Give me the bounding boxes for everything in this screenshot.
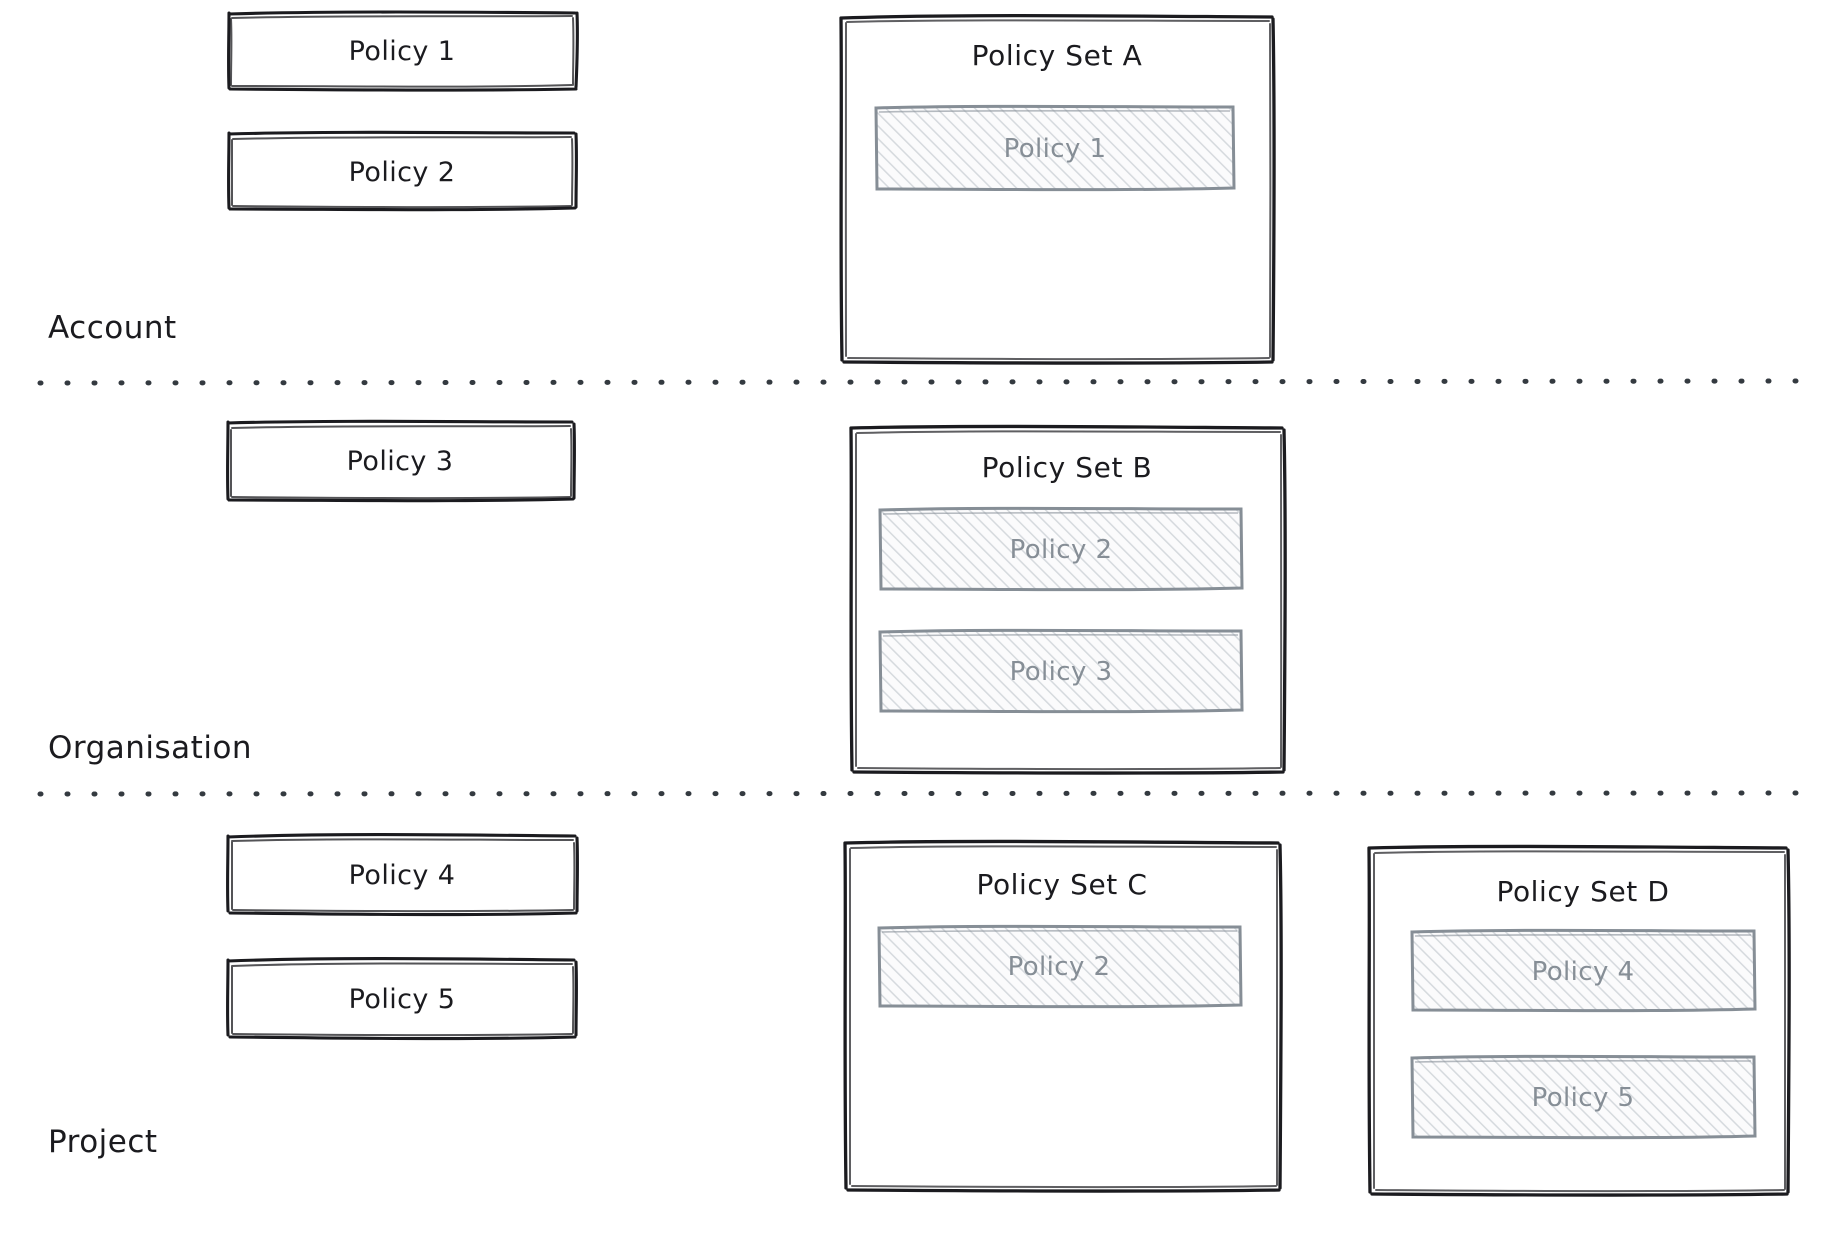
- policy-set-member-node-set-b-policy-3[interactable]: [879, 630, 1243, 712]
- policy-set-member-node-set-d-policy-5[interactable]: [1411, 1056, 1756, 1138]
- scope-label-account: Account: [48, 310, 177, 346]
- policy-label-policy-5: Policy 5: [348, 984, 456, 1015]
- scope-label-organisation: Organisation: [48, 730, 253, 766]
- policy-set-title-d: Policy Set D: [1496, 875, 1670, 908]
- policy-set-member-node-set-a-policy-1[interactable]: [875, 106, 1235, 191]
- policy-set-member-label-set-b-policy-2: Policy 2: [1009, 535, 1113, 565]
- policy-set-member-label-set-c-policy-2: Policy 2: [1007, 952, 1111, 982]
- policy-set-member-label-set-a-policy-1: Policy 1: [1003, 134, 1107, 164]
- policy-label-policy-1: Policy 1: [348, 36, 456, 67]
- policy-set-node-d[interactable]: [1368, 846, 1790, 1196]
- policy-label-policy-4: Policy 4: [348, 860, 456, 891]
- divider-organisation-project: [37, 790, 1815, 797]
- policy-label-policy-3: Policy 3: [346, 446, 454, 477]
- policy-set-title-c: Policy Set C: [976, 868, 1148, 901]
- policy-node-policy-4[interactable]: [228, 835, 578, 914]
- policy-node-policy-3[interactable]: [228, 421, 575, 501]
- policy-set-member-node-set-b-policy-2[interactable]: [879, 508, 1243, 590]
- policy-node-policy-5[interactable]: [228, 959, 577, 1038]
- policy-label-policy-2: Policy 2: [348, 157, 456, 188]
- policy-set-member-label-set-d-policy-5: Policy 5: [1531, 1083, 1635, 1113]
- policy-set-node-b[interactable]: [850, 426, 1286, 774]
- scope-label-project: Project: [48, 1124, 158, 1160]
- policy-set-member-label-set-b-policy-3: Policy 3: [1009, 657, 1113, 687]
- policy-set-member-node-set-c-policy-2[interactable]: [878, 926, 1242, 1007]
- policy-set-member-node-set-d-policy-4[interactable]: [1411, 930, 1756, 1011]
- policy-node-policy-2[interactable]: [228, 132, 578, 210]
- divider-account-organisation: [37, 378, 1815, 386]
- policy-node-policy-1[interactable]: [228, 12, 578, 91]
- policy-set-title-b: Policy Set B: [981, 451, 1153, 484]
- policy-set-title-a: Policy Set A: [971, 39, 1143, 72]
- policy-set-member-label-set-d-policy-4: Policy 4: [1531, 957, 1635, 987]
- policy-set-node-c[interactable]: [844, 841, 1281, 1193]
